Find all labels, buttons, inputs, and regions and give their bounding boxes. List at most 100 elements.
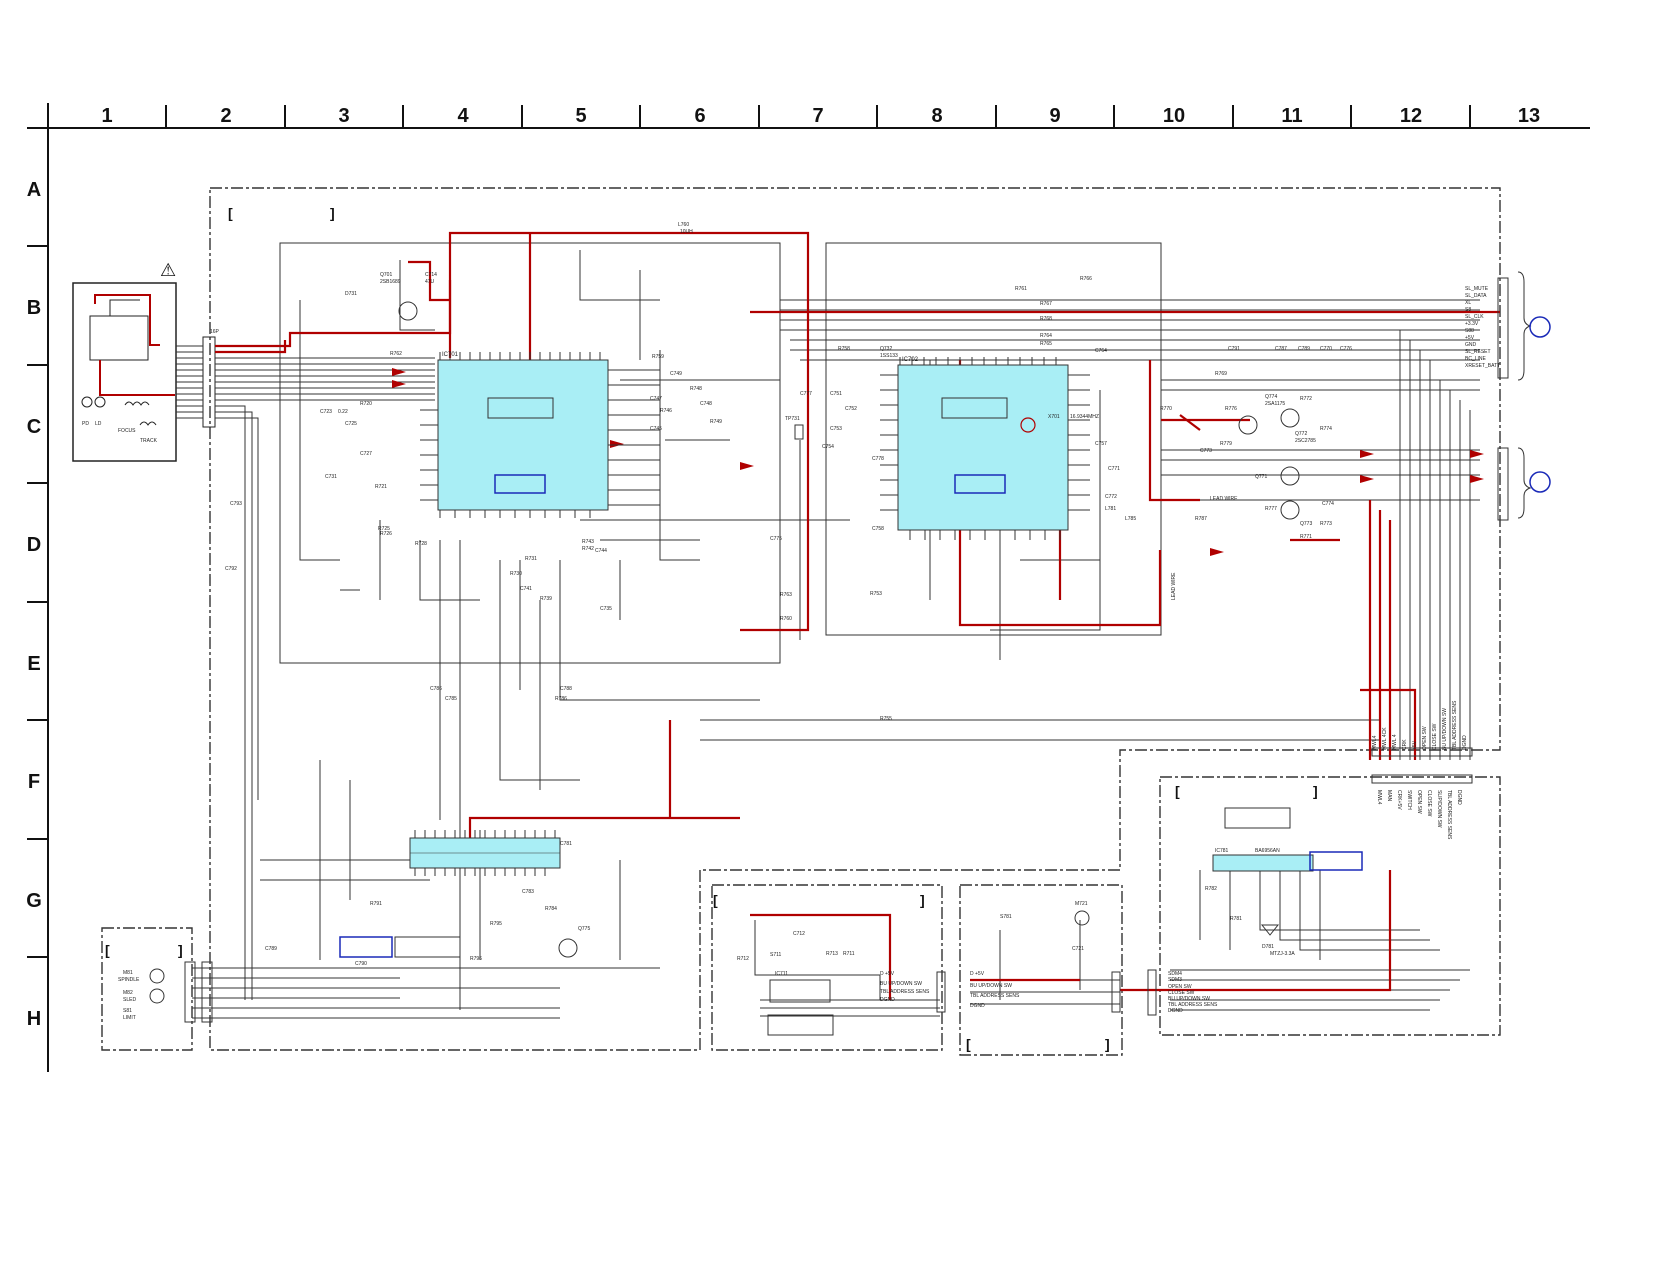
ic781-label: IC781 [1215, 848, 1229, 854]
lead-pin-5: BU UP/DOWN SW [1168, 996, 1210, 1002]
power-wiring [215, 231, 1500, 1000]
r749-label: R749 [710, 419, 722, 425]
rt-pin-2: SL_DATA [1465, 293, 1487, 299]
motor-board-outline [959, 884, 1123, 1056]
ic781-type: BA6956AN [1255, 848, 1280, 854]
row-label-a: A [27, 179, 41, 201]
col-label-9: 9 [1049, 105, 1060, 127]
r761-label: R761 [1015, 286, 1027, 292]
focus-label: FOCUS [118, 428, 136, 434]
c775-label: C775 [770, 536, 782, 542]
m721-label: M721 [1075, 901, 1088, 907]
c772-label: C772 [1105, 494, 1117, 500]
q701-label: Q701 [380, 272, 392, 278]
s81-name: LIMIT [123, 1015, 136, 1021]
m721-symbol [1074, 910, 1090, 926]
ld-label: LD [95, 421, 102, 427]
col-label-10: 10 [1163, 105, 1185, 127]
sensor-pin-3: TBL ADDRESS SENS [880, 989, 930, 995]
s781-label: S781 [1000, 914, 1012, 920]
br-pin-2: MAN [1386, 790, 1392, 802]
optical-pickup: PD LD FOCUS TRACK ⚠ [72, 260, 177, 462]
mech-board-outline [101, 927, 193, 1051]
track-label: TRACK [140, 438, 158, 444]
vf-pin-7: CLOSE SW [1432, 723, 1438, 750]
c752-label: C752 [845, 406, 857, 412]
ic702-pins [880, 357, 1090, 540]
grid-frame: 1 2 3 4 5 6 7 8 9 10 11 12 13 A B C D E … [26, 103, 1590, 1072]
ic702-label: IC702 [902, 357, 919, 363]
rt-pin-12: XRESET_BATT [1465, 363, 1500, 369]
r771-label: R771 [1300, 534, 1312, 540]
r730-label: R730 [510, 571, 522, 577]
r795-label: R795 [490, 921, 502, 927]
col-label-6: 6 [694, 105, 705, 127]
col-label-7: 7 [812, 105, 823, 127]
r758-label: R758 [838, 346, 850, 352]
right-connector-mid [1497, 447, 1551, 521]
svg-text:]: ] [1313, 783, 1318, 799]
c777-label: C777 [800, 391, 812, 397]
c723-label: C723 [320, 409, 332, 415]
vf-pin-3: MWL 4 [1392, 734, 1398, 750]
motor-pin-labels: D +5V BU UP/DOWN SW TBL ADDRESS SENS DGN… [970, 971, 1020, 1009]
sensor-pin-2: BU UP/DOWN SW [880, 981, 922, 987]
signal-arrows [392, 368, 1484, 556]
m82-label: M82 [123, 990, 133, 996]
r712-label: R712 [737, 956, 749, 962]
r739-label: R739 [540, 596, 552, 602]
ref-box-sensor [767, 1014, 834, 1036]
r779-label: R779 [1220, 441, 1232, 447]
cn701-pins: 16P [210, 329, 220, 335]
vf-pin-5: +5V [1412, 740, 1418, 750]
svg-text:[: [ [228, 205, 233, 221]
br-pin-6: CLOSE SW [1426, 790, 1432, 817]
ref-circle-mid [1529, 471, 1551, 493]
c792-label: C792 [225, 566, 237, 572]
rt-pin-7: S88 [1465, 328, 1474, 334]
q732-type: 1SS133 [880, 353, 898, 359]
lead-pin-4: CLOSE SW [1168, 990, 1195, 996]
q772-type: 2SC2785 [1295, 438, 1316, 444]
ref-circle-top [1529, 316, 1551, 338]
c747-label: C747 [650, 396, 662, 402]
c778-label: C778 [872, 456, 884, 462]
row-label-g: G [26, 890, 42, 912]
s711-label: S711 [770, 952, 782, 958]
q771-label: Q771 [1255, 474, 1267, 480]
m82-symbol [149, 988, 165, 1004]
r787-label: R787 [1195, 516, 1207, 522]
r711-label: R711 [843, 951, 855, 957]
c773-label: C773 [1200, 448, 1212, 454]
ref-box-g [394, 936, 461, 958]
svg-text:[: [ [105, 942, 110, 958]
m82-name: SLED [123, 997, 136, 1003]
q773-label: Q773 [1300, 521, 1312, 527]
lead-wire-label-2: LEAD WIRE [1210, 496, 1238, 502]
r774-label: R774 [1320, 426, 1332, 432]
board-outlines [101, 187, 1501, 1056]
blue-ref-box-g [339, 936, 393, 958]
s81-label: S81 [123, 1008, 132, 1014]
motor-board: M721 S781 C721 [1000, 901, 1157, 1016]
signal-wiring [192, 242, 1480, 1019]
x701-label: X701 [1048, 414, 1060, 420]
c749-label: C749 [670, 371, 682, 377]
r720-label: R720 [360, 401, 372, 407]
d781-label: D781 [1262, 944, 1274, 950]
r725-label: R725 [378, 526, 390, 532]
c783-label: C783 [522, 889, 534, 895]
c751-label: C751 [830, 391, 842, 397]
br-pin-8: TBL ADDRESS SENS [1446, 790, 1452, 840]
mech-block: M81 SPINDLE M82 SLED S81 LIMIT [118, 961, 213, 1023]
svg-text:[: [ [713, 892, 718, 908]
r753-label: R753 [870, 591, 882, 597]
c791-label: C791 [1228, 346, 1240, 352]
col-label-12: 12 [1400, 105, 1422, 127]
c758-label: C758 [872, 526, 884, 532]
blue-ref-box-ic781 [1309, 851, 1363, 871]
br-pin-3: CRK+5V [1396, 790, 1402, 810]
r781-label: R781 [1230, 916, 1242, 922]
c723-value: 0.22 [338, 409, 348, 415]
vf-pin-8: BU UP/DOWN SW [1442, 708, 1448, 750]
